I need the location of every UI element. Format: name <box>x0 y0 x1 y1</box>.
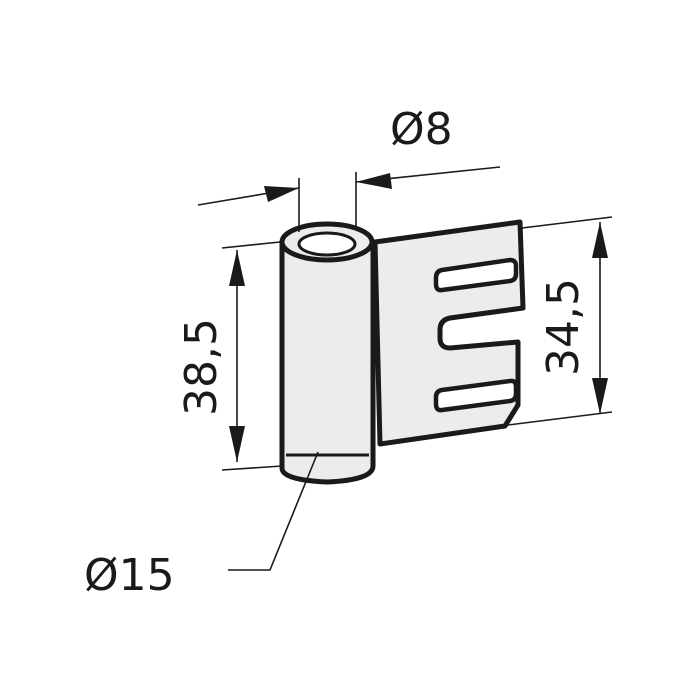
leaf-height-ext-bottom <box>507 411 613 426</box>
pin-diameter-label: Ø8 <box>390 104 453 155</box>
leaf-height-arrow-bottom <box>592 378 608 414</box>
knuckle-height-label: 38,5 <box>176 318 227 416</box>
leaf-height-ext-top <box>521 216 613 229</box>
lower-slot <box>433 378 519 413</box>
knuckle-height-arrow-bottom <box>229 426 245 462</box>
pin-arrow-right <box>356 173 392 189</box>
knuckle-height-ext-bottom <box>221 465 283 471</box>
knuckle-diameter-leader <box>228 451 319 571</box>
knuckle-height-ext-top <box>221 241 281 249</box>
pin-arrow-left <box>264 186 299 202</box>
leaf-height-label: 34,5 <box>538 278 589 376</box>
upper-slot <box>433 257 519 293</box>
knuckle-height-arrow-top <box>229 250 245 286</box>
hinge-knuckle <box>279 239 376 485</box>
knuckle-diameter-label: Ø15 <box>84 550 175 601</box>
leaf-height-arrow-top <box>592 222 608 258</box>
pin-bore <box>297 231 357 257</box>
